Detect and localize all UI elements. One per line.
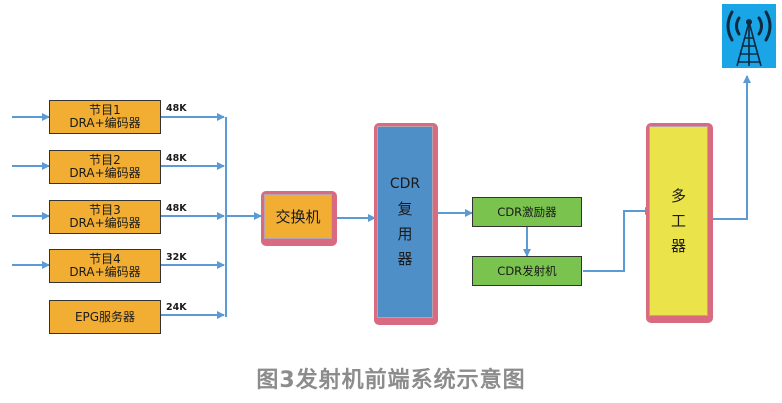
diplexer-label-2: 器	[670, 236, 686, 255]
mux-label-2: 用	[397, 225, 413, 243]
rate-label-5: 24K	[166, 302, 187, 313]
rate-label-3: 48K	[166, 203, 187, 214]
source-label-2: 节目2	[89, 153, 121, 167]
switch-box: 交换机	[261, 191, 337, 246]
source-sublabel-3: DRA+编码器	[69, 216, 141, 230]
source-sublabel-2: DRA+编码器	[69, 166, 141, 180]
source-sublabel-1: DRA+编码器	[69, 116, 141, 130]
source-box-program-3: 节目3 DRA+编码器	[49, 200, 161, 234]
diplexer-to-antenna	[706, 75, 751, 220]
diplexer-box: 多 工 器	[646, 123, 713, 323]
source-box-program-1: 节目1 DRA+编码器	[49, 100, 161, 134]
mux-label-3: 器	[397, 250, 413, 268]
cdr-transmitter-box: CDR发射机	[472, 256, 582, 286]
source-label-5: EPG服务器	[74, 309, 136, 324]
source-sublabel-4: DRA+编码器	[69, 265, 141, 279]
rate-label-2: 48K	[166, 153, 187, 164]
source-box-program-2: 节目2 DRA+编码器	[49, 150, 161, 184]
switch-label: 交换机	[275, 208, 321, 226]
cdr-exciter-box: CDR激励器	[472, 197, 582, 227]
rate-label-1: 48K	[166, 103, 187, 114]
diplexer-label-0: 多	[670, 186, 686, 205]
transmitter-label: CDR发射机	[497, 264, 557, 278]
source-label-3: 节目3	[89, 203, 121, 217]
mux-label-1: 复	[397, 200, 413, 218]
broadcast-tower-icon	[722, 4, 776, 68]
source-box-program-4: 节目4 DRA+编码器	[49, 249, 161, 283]
cdr-multiplexer-box: CDR 复 用 器	[374, 123, 438, 325]
rate-label-4: 32K	[166, 252, 187, 263]
mux-label-0: CDR	[389, 176, 421, 192]
diplexer-label-1: 工	[670, 211, 686, 230]
source-label-4: 节目4	[89, 252, 121, 266]
exciter-label: CDR激励器	[497, 205, 557, 219]
source-label-1: 节目1	[89, 103, 121, 117]
transmitter-to-diplexer	[583, 207, 653, 272]
figure-caption: 图3发射机前端系统示意图	[256, 368, 526, 393]
source-box-epg-server: EPG服务器	[49, 300, 161, 334]
